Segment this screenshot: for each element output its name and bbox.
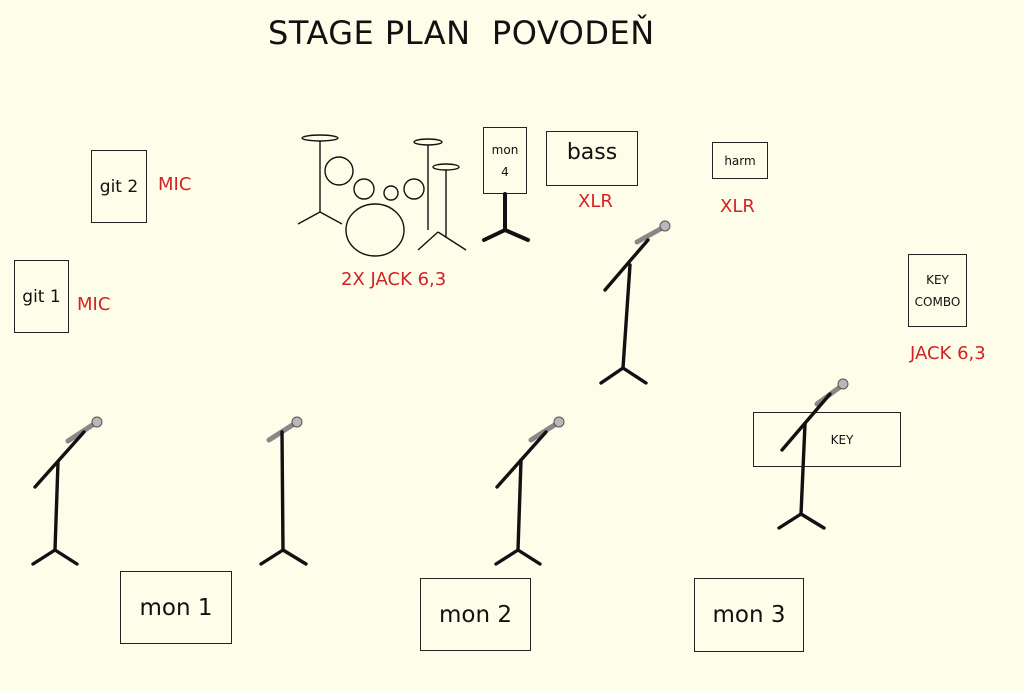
bass-xlr-label: XLR xyxy=(578,191,613,212)
mic-stand-left-icon xyxy=(31,416,103,566)
bass-amp-box: bass xyxy=(546,131,638,186)
key-combo-jack-label: JACK 6,3 xyxy=(910,343,986,364)
key-combo-label-line2: COMBO xyxy=(914,294,961,309)
guitar-2-amp-box: git 2 xyxy=(91,150,147,223)
monitor-2-box: mon 2 xyxy=(420,578,531,651)
key-combo-box: KEY COMBO xyxy=(908,254,967,327)
drums-jack-label: 2X JACK 6,3 xyxy=(341,269,447,290)
harmonium-label: harm xyxy=(724,153,756,168)
key-combo-label-line1: KEY xyxy=(926,272,949,287)
mic-stand-middle-icon xyxy=(494,416,565,566)
guitar-2-mic-label: MIC xyxy=(158,174,192,195)
monitor-4-box: mon 4 xyxy=(483,127,527,194)
bass-label: bass xyxy=(566,140,618,165)
harmonium-xlr-label: XLR xyxy=(720,196,755,217)
guitar-1-amp-box: git 1 xyxy=(14,260,69,333)
page-title: STAGE PLAN POVODEŇ xyxy=(268,14,655,52)
harmonium-box: harm xyxy=(712,142,768,179)
keyboard-label: KEY xyxy=(830,432,854,447)
guitar-1-mic-label: MIC xyxy=(77,294,111,315)
mic-stand-straight-icon xyxy=(259,416,308,566)
monitor-3-box: mon 3 xyxy=(694,578,804,652)
monitor-4-label-line2: 4 xyxy=(501,164,509,179)
mic-stand-center-icon xyxy=(599,220,671,385)
guitar-2-label: git 2 xyxy=(99,176,139,197)
keyboard-box: KEY xyxy=(753,412,901,467)
guitar-1-label: git 1 xyxy=(22,286,61,307)
monitor-3-label: mon 3 xyxy=(712,602,786,628)
monitor-2-label: mon 2 xyxy=(439,601,512,628)
monitor-1-label: mon 1 xyxy=(139,594,213,621)
monitor-4-label-line1: mon xyxy=(491,142,519,157)
monitor-1-box: mon 1 xyxy=(120,571,232,644)
